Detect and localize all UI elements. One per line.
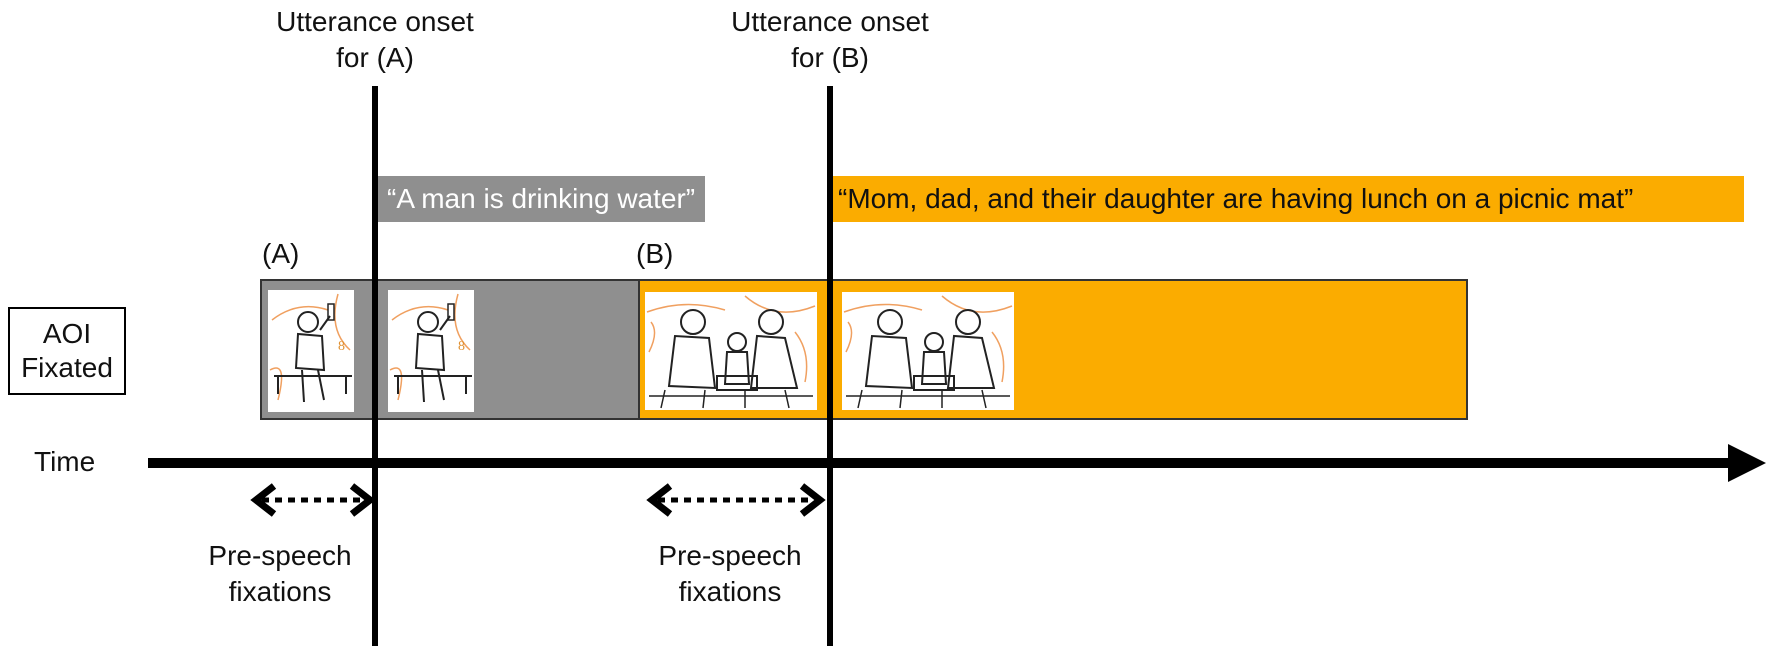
onset-a-line2: for (A) [336, 42, 414, 73]
pre-a-line1: Pre-speech [208, 540, 352, 571]
man-drinking-thumbnail-2: 8 [388, 290, 474, 412]
onset-label-b: Utterance onset for (B) [700, 4, 960, 76]
time-axis-arrow [148, 444, 1766, 482]
panel-label-b: (B) [636, 238, 674, 269]
pre-b-line2: fixations [678, 576, 782, 607]
onset-b-line2: for (B) [791, 42, 869, 73]
utterance-b-banner: “Mom, dad, and their daughter are having… [828, 176, 1744, 222]
man-drinking-thumbnail-1: 8 [268, 290, 354, 412]
time-label: Time [34, 446, 96, 477]
pre-speech-arrow-b [646, 483, 826, 517]
onset-b-line1: Utterance onset [731, 6, 929, 37]
utterance-a-banner: “A man is drinking water” [377, 176, 706, 222]
onset-line-b [827, 86, 833, 646]
family-picnic-thumbnail-2 [842, 292, 1014, 410]
pre-speech-label-b: Pre-speech fixations [630, 538, 830, 610]
aoi-line2: Fixated [21, 352, 113, 383]
pre-speech-label-a: Pre-speech fixations [180, 538, 380, 610]
family-picnic-thumbnail-1 [645, 292, 817, 410]
pre-b-line1: Pre-speech [658, 540, 802, 571]
pre-a-line2: fixations [228, 576, 332, 607]
aoi-line1: AOI [42, 318, 92, 349]
onset-label-a: Utterance onset for (A) [245, 4, 505, 76]
onset-a-line1: Utterance onset [276, 6, 474, 37]
svg-text:8: 8 [338, 339, 345, 354]
panel-label-a: (A) [262, 238, 300, 269]
onset-line-a [372, 86, 378, 646]
pre-speech-arrow-a [250, 483, 376, 517]
svg-text:8: 8 [458, 339, 465, 354]
aoi-fixated-label: AOI Fixated [8, 307, 126, 395]
